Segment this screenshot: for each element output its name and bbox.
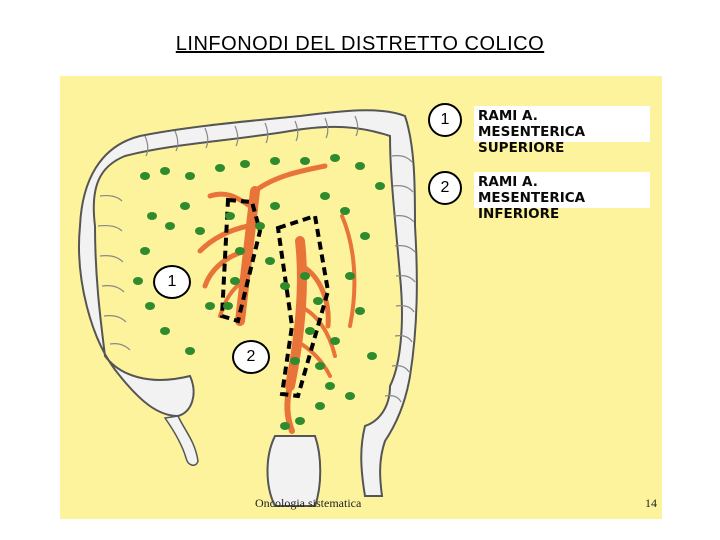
footer-course: Oncologia sistematica xyxy=(255,496,361,511)
figure-badge-2: 2 xyxy=(232,340,270,374)
legend-1-text: RAMI A. MESENTERICA SUPERIORE xyxy=(474,106,650,142)
legend-2-badge: 2 xyxy=(428,171,462,205)
legend-1-badge: 1 xyxy=(428,103,462,137)
footer-page-number: 14 xyxy=(645,496,657,511)
illustration-panel: 1 RAMI A. MESENTERICA SUPERIORE 2 RAMI A… xyxy=(60,76,662,519)
figure-badge-1-number: 1 xyxy=(168,273,177,291)
legend-2-number: 2 xyxy=(441,179,450,197)
colon xyxy=(79,110,417,496)
legend-2-line2: INFERIORE xyxy=(478,206,646,222)
figure-badge-2-number: 2 xyxy=(247,348,256,366)
legend-2-text: RAMI A. MESENTERICA INFERIORE xyxy=(474,172,650,208)
figure-badge-1: 1 xyxy=(153,265,191,299)
legend-1-line2: SUPERIORE xyxy=(478,140,646,156)
legend-2-line1: RAMI A. MESENTERICA xyxy=(478,174,646,206)
legend-1-number: 1 xyxy=(441,111,450,129)
appendix xyxy=(165,416,198,465)
legend-1-line1: RAMI A. MESENTERICA xyxy=(478,108,646,140)
slide-title: LINFONODI DEL DISTRETTO COLICO xyxy=(0,33,720,56)
